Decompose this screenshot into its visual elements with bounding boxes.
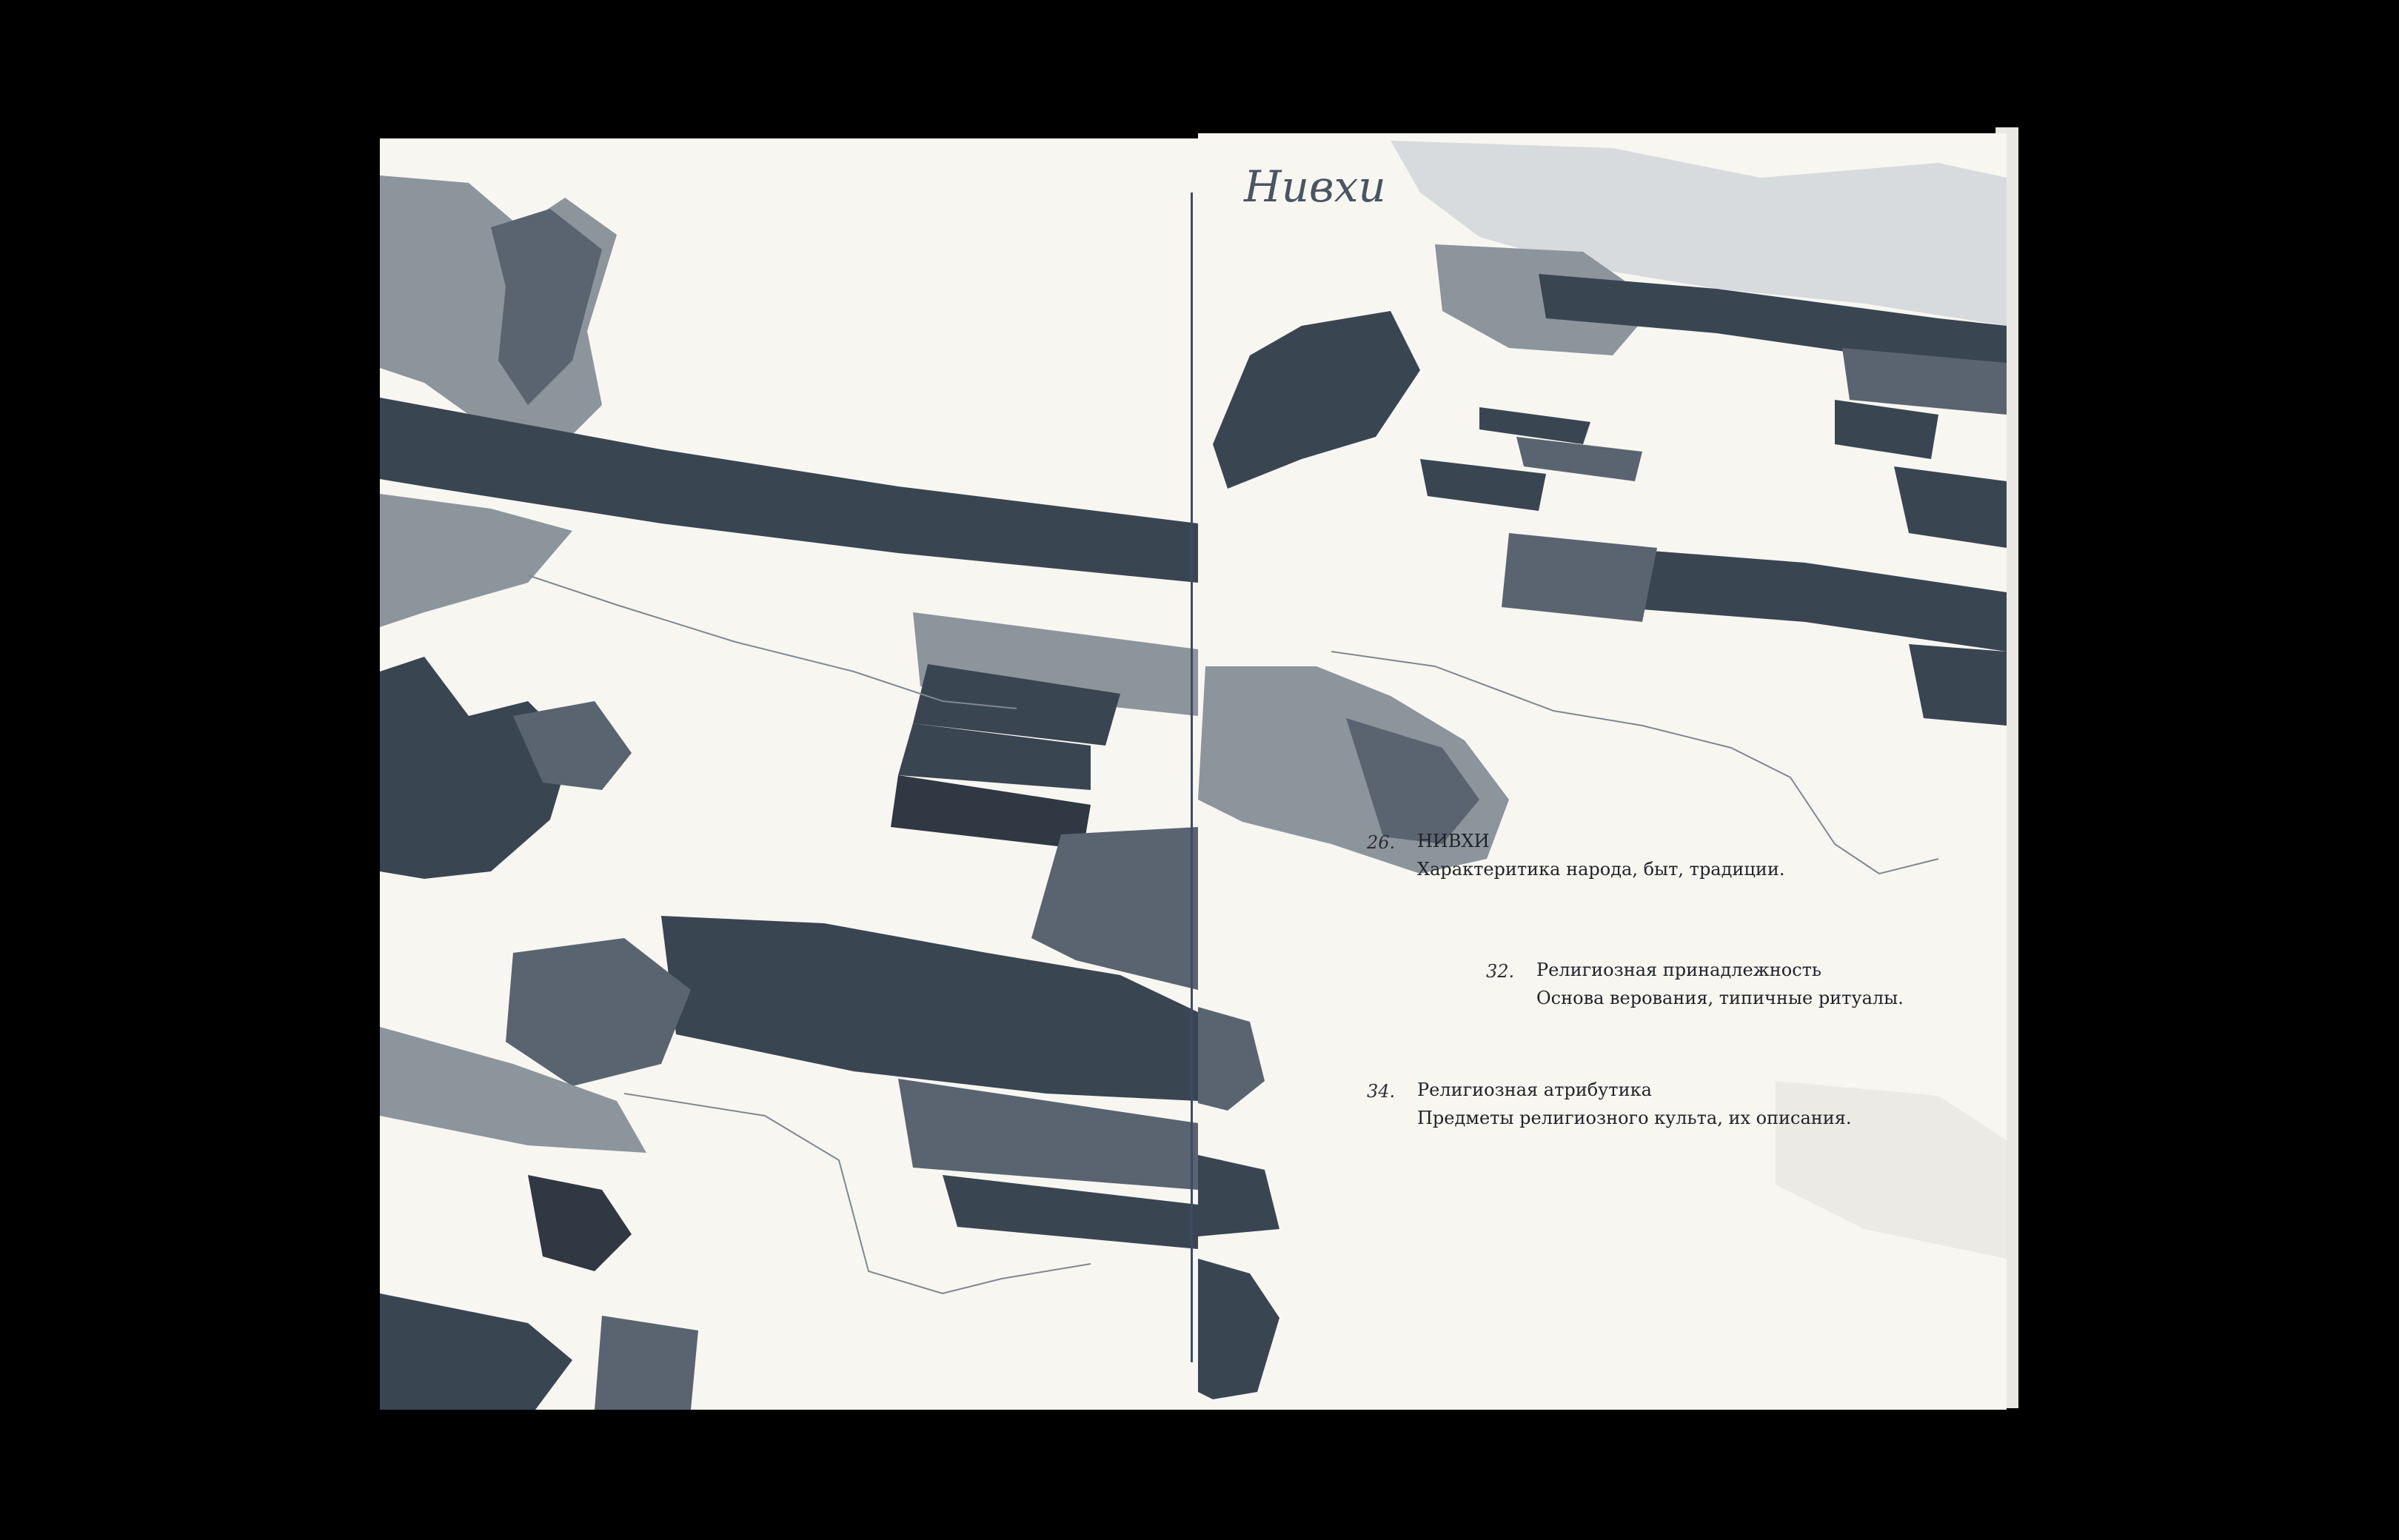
toc-description: Характеритика народа, быт, традиции. — [1417, 859, 1785, 880]
toc-number: 34. — [1367, 1081, 1396, 1102]
left-page — [380, 138, 1198, 1410]
toc-number: 32. — [1486, 961, 1515, 982]
torn-paper-ink-texture — [380, 175, 1198, 1410]
toc-heading: Религиозная принадлежность — [1536, 960, 1821, 980]
toc-description: Предметы религиозного культа, их описани… — [1417, 1108, 1852, 1128]
toc-description: Основа верования, типичные ритуалы. — [1536, 988, 1904, 1008]
toc-heading: НИВХИ — [1417, 831, 1490, 851]
toc-number: 26. — [1367, 832, 1396, 853]
torn-paper-ink-texture — [1198, 141, 2007, 1399]
binding-thread — [1191, 192, 1193, 1362]
toc-heading: Религиозная атрибутика — [1417, 1079, 1652, 1100]
right-page — [1198, 133, 2007, 1410]
page-title: Нивхи — [1244, 161, 1386, 212]
